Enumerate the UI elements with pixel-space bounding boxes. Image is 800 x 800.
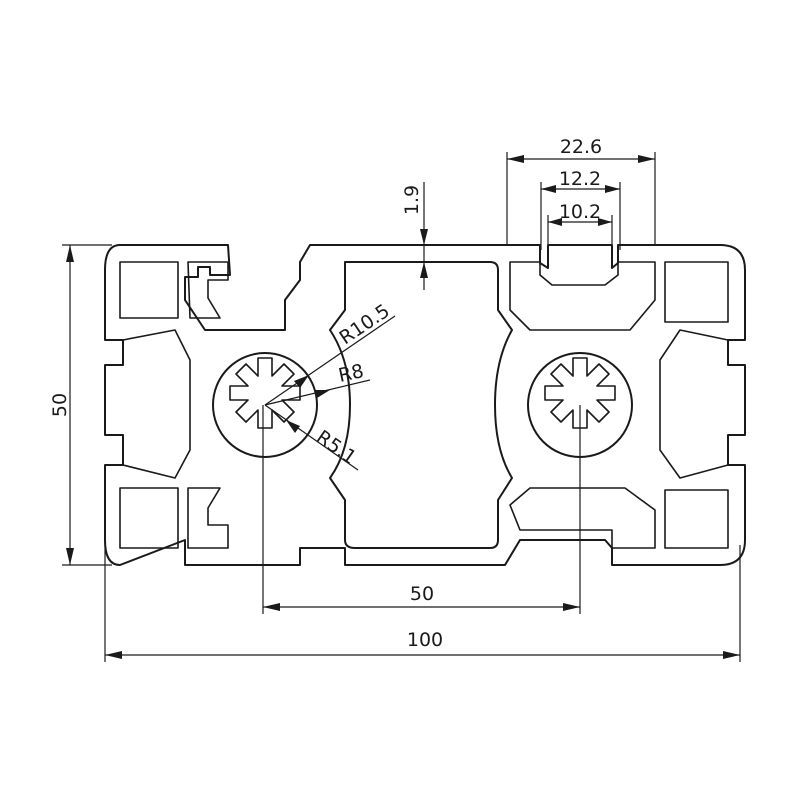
center-dim-arrow-right xyxy=(563,603,580,611)
height-dim-arrow-bottom xyxy=(66,548,74,565)
width-dim-arrow-right xyxy=(723,651,740,659)
radius-mid-label: R8 xyxy=(336,360,365,387)
slot-mid-width-label: 12.2 xyxy=(559,168,601,190)
profile-outline xyxy=(104,244,746,566)
right-corner-cavity xyxy=(664,261,729,323)
left-core-star xyxy=(229,357,301,429)
center-spacing-label: 50 xyxy=(410,583,434,605)
overall-width-label: 100 xyxy=(407,629,443,651)
slot-outer-width-label: 22.6 xyxy=(560,136,602,158)
overall-height-label: 50 xyxy=(49,393,71,417)
right-tslot-channel xyxy=(659,329,729,479)
left-side-cavity xyxy=(119,261,179,319)
right-lower-corner-cavity xyxy=(664,489,729,549)
left-lower-pocket xyxy=(119,487,179,549)
radius-small-leader xyxy=(264,404,359,471)
center-cavity xyxy=(329,261,513,549)
outer-contour xyxy=(104,244,746,566)
left-tslot-channel xyxy=(122,329,191,479)
right-upper-pocket xyxy=(509,261,656,331)
radius-large-leader xyxy=(264,315,396,406)
slot-opening-width-label: 10.2 xyxy=(559,201,601,223)
dimensions: 50 100 50 22.6 12.2 10.2 xyxy=(49,136,741,662)
right-bottom-pocket xyxy=(509,487,656,549)
width-dim-arrow-left xyxy=(105,651,122,659)
center-dim-arrow-left xyxy=(263,603,280,611)
radius-small-label: R5.1 xyxy=(312,426,360,469)
left-core-circle xyxy=(212,352,318,458)
right-core-star xyxy=(544,357,616,429)
wall-thickness-label: 1.9 xyxy=(401,185,423,215)
left-bottom-pocket xyxy=(187,487,229,549)
height-dim-arrow-top xyxy=(66,245,74,262)
left-upper-pocket xyxy=(187,261,229,319)
